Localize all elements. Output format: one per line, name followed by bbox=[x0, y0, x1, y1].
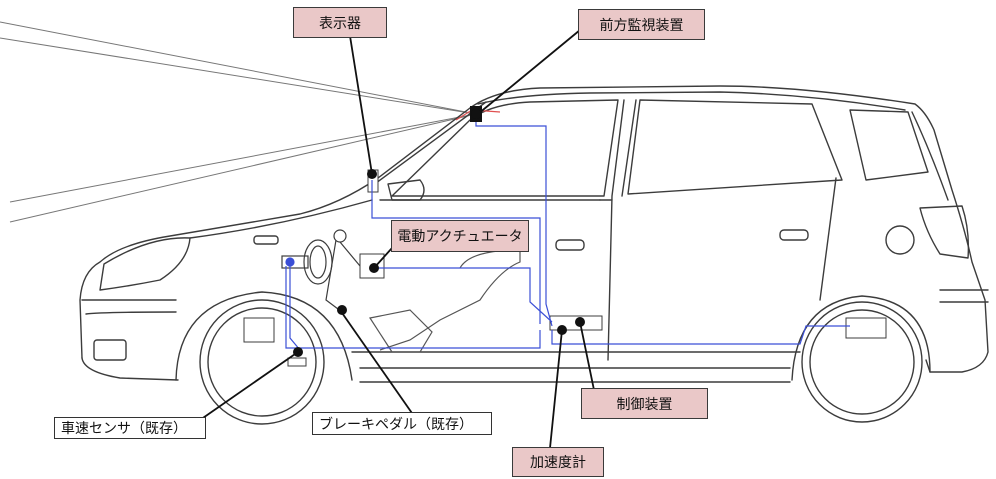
sensor-field-lines bbox=[0, 21, 477, 223]
wiring-harness bbox=[285, 116, 850, 351]
label-accelerometer: 加速度計 bbox=[512, 447, 604, 477]
label-control-unit: 制御装置 bbox=[581, 388, 708, 419]
car-body-outline bbox=[79, 85, 989, 383]
leader-lines bbox=[199, 29, 595, 449]
label-front-monitor: 前方監視装置 bbox=[578, 9, 705, 40]
label-brake-pedal: ブレーキペダル（既存） bbox=[312, 412, 492, 435]
rear-wheel bbox=[801, 301, 923, 423]
leader-dots bbox=[293, 109, 585, 357]
driver-seat-outline bbox=[369, 249, 521, 353]
front-wheel bbox=[199, 299, 325, 425]
label-display: 表示器 bbox=[293, 7, 387, 38]
label-speed-sensor: 車速センサ（既存） bbox=[54, 417, 206, 439]
brake-booster-assembly bbox=[281, 229, 361, 313]
label-electric-actuator: 電動アクチュエータ bbox=[391, 220, 529, 252]
